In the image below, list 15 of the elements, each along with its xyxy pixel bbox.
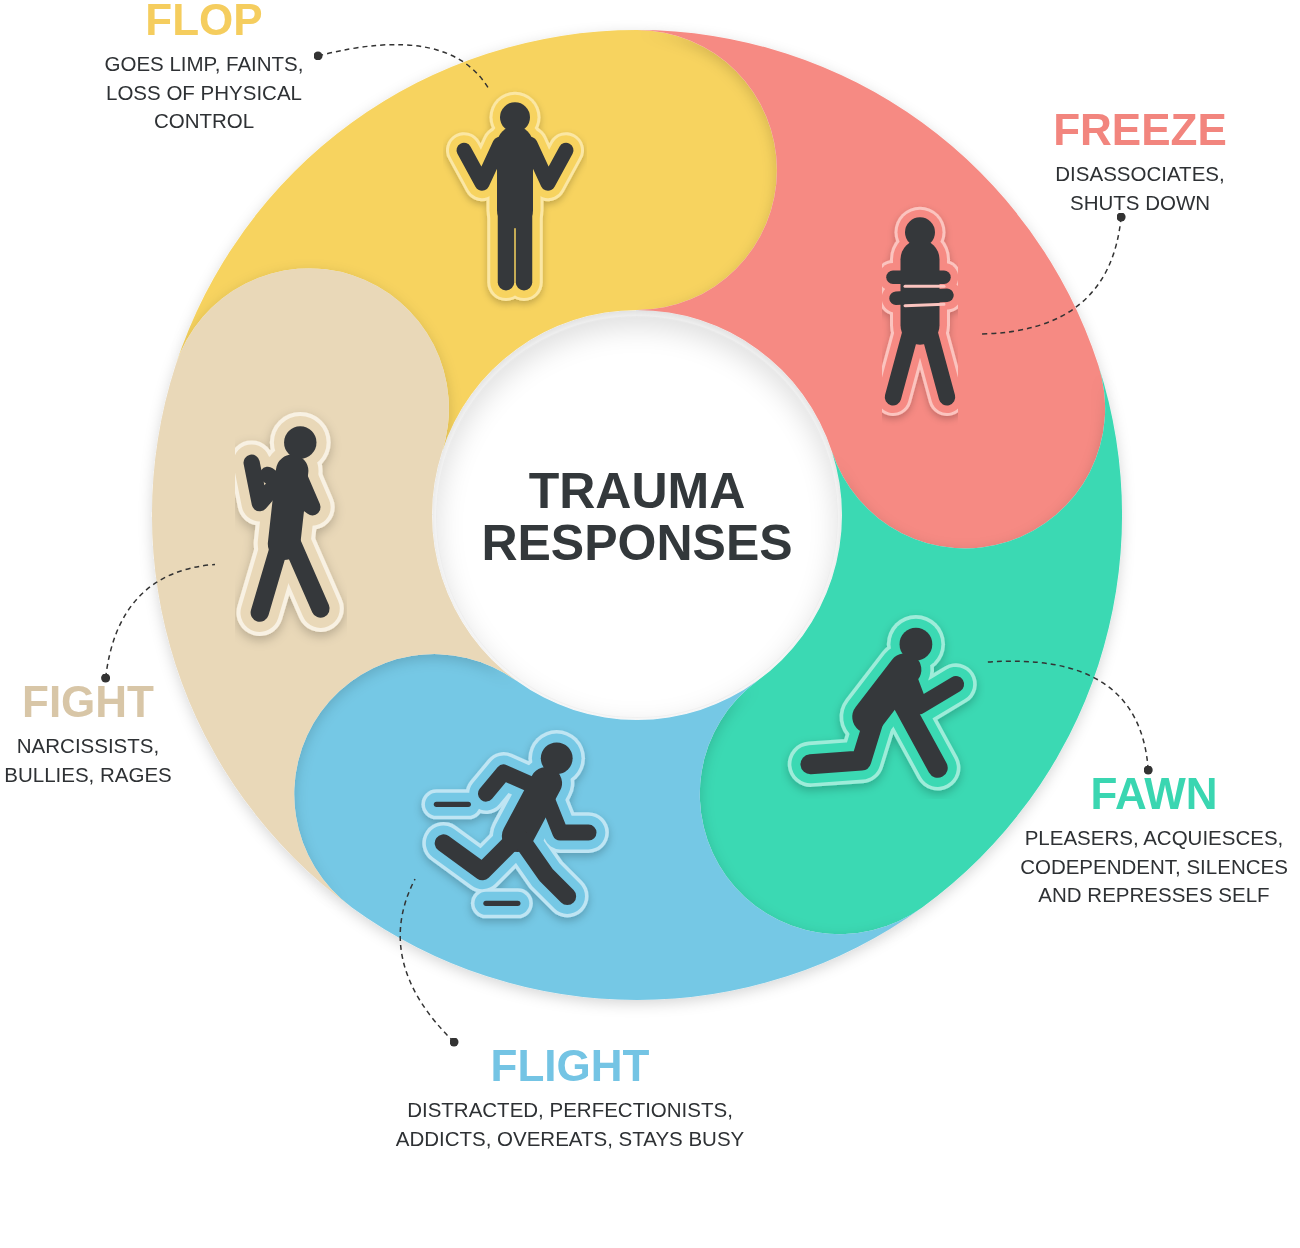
response-description: DISASSOCIATES, SHUTS DOWN [1054, 161, 1226, 216]
leader-line [399, 878, 459, 1047]
response-heading: FREEZE [1053, 106, 1227, 155]
response-heading: FLOP [145, 0, 263, 45]
response-description: NARCISSISTS, BULLIES, RAGES [3, 733, 173, 788]
response-heading: FIGHT [22, 678, 154, 727]
leader-line [313, 43, 491, 91]
response-heading: FLIGHT [490, 1042, 650, 1091]
leader-line [979, 212, 1126, 335]
center-label: TRAUMA RESPONSES [480, 464, 794, 570]
leader-line [101, 563, 216, 683]
response-description: DISTRACTED, PERFECTIONISTS, ADDICTS, OVEREATS, STAYS BUSY [394, 1097, 746, 1152]
response-heading: FAWN [1090, 770, 1218, 819]
response-description: GOES LIMP, FAINTS, LOSS OF PHYSICAL CONTROL [103, 51, 305, 134]
response-description: PLEASERS, ACQUIESCES, CODEPENDENT, SILENCES AND REPRESSES SELF [1019, 825, 1289, 908]
